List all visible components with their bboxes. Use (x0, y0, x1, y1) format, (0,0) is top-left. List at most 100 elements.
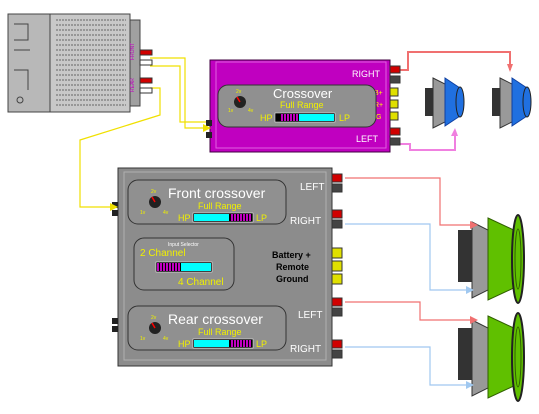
front-knob-min-label: 1v (140, 210, 146, 216)
slider-tick (293, 114, 295, 121)
tweeter-left (425, 77, 465, 129)
slider-tick (246, 340, 248, 347)
amp-front-left-wire (345, 177, 475, 226)
input-selector-slider-ticks (157, 263, 180, 271)
top-crossover-mode: Full Range (280, 100, 324, 110)
slider-tick (172, 263, 174, 271)
top-crossover-lp-label: LP (339, 113, 350, 123)
slider-tick (157, 263, 159, 271)
amp-output-front-right: RIGHT (290, 216, 321, 227)
top-crossover-output-jacks (389, 65, 401, 146)
slider-tick (240, 214, 242, 221)
input-selector-slider[interactable] (155, 261, 213, 273)
woofer-front-right-arrow (466, 286, 474, 294)
top-crossover-panel (217, 84, 377, 128)
right-wire-arrow (507, 64, 513, 72)
slider-tick (237, 340, 239, 347)
front-crossover-hp-label: HP (178, 213, 191, 223)
woofer-front (458, 214, 525, 304)
left-wire-arrow (451, 128, 458, 136)
input-selector-option-a: 2 Channel (140, 248, 186, 259)
wires (79, 51, 511, 386)
amp-ground-label: Ground (276, 274, 309, 284)
slider-tick (240, 340, 242, 347)
amp-remote-label: Remote (276, 262, 309, 272)
top-crossover-right-label: RIGHT (352, 69, 381, 79)
front-crossover-slider[interactable] (192, 212, 254, 223)
top-crossover: RIGHT LEFT B+ R+ G Crossover Full Range … (206, 59, 401, 153)
woofer-rear (458, 312, 525, 402)
slider-tick (178, 263, 180, 271)
slider-tick (237, 214, 239, 221)
rca-wire-to-crossover-2 (150, 65, 210, 123)
slider-tick (243, 214, 245, 221)
head-unit-side-details (14, 23, 30, 104)
top-knob-max-label: 4v (248, 108, 254, 114)
front-crossover-panel: Front crossover Full Range 2v 1v 4v HP L… (127, 179, 287, 225)
top-knob-mid-label: 2v (236, 89, 242, 95)
rear-crossover-lp-label: LP (256, 339, 267, 349)
front-crossover-knob[interactable]: 2v 1v 4v (140, 189, 169, 216)
slider-tick (284, 114, 286, 121)
top-knob-min-label: 1v (228, 108, 234, 114)
slider-tick (287, 114, 289, 121)
tweeter-right (492, 77, 532, 129)
rear-knob-mid-label: 2v (151, 315, 157, 321)
rca-wire-to-amplifier (79, 87, 161, 208)
rca-wire-to-crossover (150, 57, 210, 129)
slider-tick (243, 340, 245, 347)
amplifier: LEFT RIGHT LEFT RIGHT Battery + Remote G… (112, 167, 343, 367)
head-unit: FRONT REAR (7, 13, 153, 113)
slider-tick (160, 263, 162, 271)
amp-output-front-left: LEFT (300, 182, 324, 193)
top-crossover-title: Crossover (273, 86, 333, 101)
slider-tick (163, 263, 165, 271)
left-wire-to-tweeter (400, 132, 456, 151)
top-crossover-slider-ticks (281, 114, 298, 121)
amp-input-arrow (110, 203, 118, 211)
rear-crossover-knob[interactable]: 2v 1v 4v (140, 315, 169, 342)
top-crossover-ground-label: G (376, 114, 381, 121)
slider-tick (249, 214, 251, 221)
rear-crossover-hp-label: HP (178, 339, 191, 349)
slider-tick (296, 114, 298, 121)
slider-tick (281, 114, 283, 121)
front-crossover-slider-ticks (231, 214, 251, 221)
top-crossover-power-terminals (389, 87, 399, 121)
slider-tick (234, 214, 236, 221)
slider-tick (249, 340, 251, 347)
woofer-rear-right-arrow (466, 381, 474, 389)
top-crossover-input-jacks (206, 120, 212, 138)
amp-output-rear-right: RIGHT (290, 344, 321, 355)
top-crossover-left-label: LEFT (356, 134, 379, 144)
rear-crossover-slider-ticks (231, 340, 251, 347)
rear-crossover-mode: Full Range (198, 327, 242, 337)
rear-knob-min-label: 1v (140, 336, 146, 342)
top-crossover-knob[interactable]: 2v 1v 4v (228, 89, 254, 114)
amp-output-terminals (331, 173, 343, 359)
rear-crossover-panel: Rear crossover Full Range 2v 1v 4v HP LP (127, 305, 287, 351)
front-knob-max-label: 4v (163, 210, 169, 216)
slider-tick (166, 263, 168, 271)
amp-output-rear-left: LEFT (298, 310, 322, 321)
rear-crossover-slider[interactable] (192, 338, 254, 349)
front-crossover-title: Front crossover (168, 185, 266, 201)
slider-tick (290, 114, 292, 121)
front-knob-mid-label: 2v (151, 189, 157, 195)
woofer-rear-left-arrow (470, 316, 478, 324)
amp-front-right-wire (345, 223, 470, 291)
crossover-input-arrow (203, 124, 211, 132)
front-crossover-lp-label: LP (256, 213, 267, 223)
input-selector-panel: Input Selector 2 Channel 4 Channel (133, 237, 235, 291)
slider-tick (246, 214, 248, 221)
slider-tick (175, 263, 177, 271)
top-crossover-slider[interactable] (274, 112, 336, 123)
amp-rear-left-wire (345, 301, 475, 321)
rear-knob-max-label: 4v (163, 336, 169, 342)
top-crossover-bplus-label: B+ (374, 90, 383, 97)
slider-tick (231, 340, 233, 347)
head-unit-front-label: FRONT (130, 43, 136, 60)
head-unit-rear-label: REAR (130, 78, 136, 92)
head-unit-heatsink (56, 19, 126, 106)
